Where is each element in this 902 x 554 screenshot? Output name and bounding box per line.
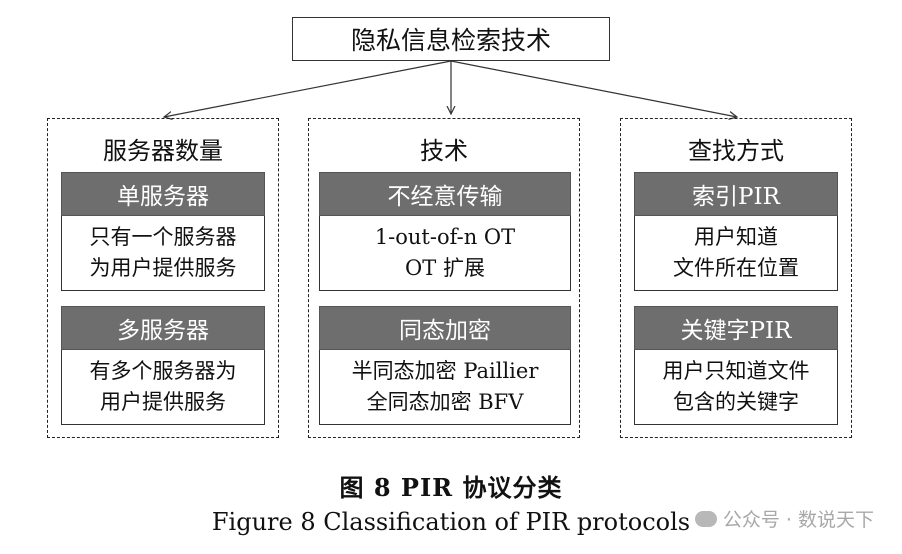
card-line: 文件所在位置	[673, 256, 799, 280]
card-line: OT 扩展	[405, 256, 485, 280]
root-node-label: 隐私信息检索技术	[350, 26, 551, 55]
group-title: 查找方式	[688, 137, 784, 165]
card-line: 只有一个服务器	[89, 225, 237, 249]
card-line: 1-out-of-n OT	[374, 225, 516, 249]
card-line: 用户提供服务	[100, 390, 226, 414]
card-body: 只有一个服务器 为用户提供服务	[61, 216, 265, 291]
arrow-to-lookup-method	[450, 60, 737, 117]
figure-caption-english: Figure 8 Classification of PIR protocols	[211, 508, 691, 536]
card-body: 有多个服务器为 用户提供服务	[61, 350, 265, 425]
card-body: 半同态加密 Paillier 全同态加密 BFV	[319, 350, 571, 425]
card-line: 半同态加密 Paillier	[351, 359, 539, 383]
card-head: 索引PIR	[634, 172, 838, 216]
group-server-count: 服务器数量 单服务器 只有一个服务器 为用户提供服务 多服务器 有多个服务器为 …	[47, 118, 279, 438]
card-body: 1-out-of-n OT OT 扩展	[319, 216, 571, 291]
card-line: 用户知道	[694, 225, 778, 249]
group-technique: 技术 不经意传输 1-out-of-n OT OT 扩展 同态加密 半同态加密 …	[308, 118, 580, 438]
group-title: 服务器数量	[103, 137, 223, 165]
card-multi-server: 多服务器 有多个服务器为 用户提供服务	[61, 306, 265, 425]
figure-caption-chinese: 图 8 PIR 协议分类	[339, 473, 563, 502]
card-head: 单服务器	[61, 172, 265, 216]
card-line: 用户只知道文件	[662, 359, 810, 383]
card-oblivious-transfer: 不经意传输 1-out-of-n OT OT 扩展	[319, 172, 571, 291]
card-head: 同态加密	[319, 306, 571, 350]
card-head: 不经意传输	[319, 172, 571, 216]
wechat-logo-icon	[694, 510, 717, 527]
card-head: 多服务器	[61, 306, 265, 350]
root-node: 隐私信息检索技术	[292, 17, 610, 61]
watermark: 公众号 · 数说天下	[694, 505, 874, 532]
card-body: 用户知道 文件所在位置	[634, 216, 838, 291]
group-title: 技术	[420, 137, 468, 165]
card-line: 为用户提供服务	[89, 256, 237, 280]
card-single-server: 单服务器 只有一个服务器 为用户提供服务	[61, 172, 265, 291]
card-head: 关键字PIR	[634, 306, 838, 350]
group-lookup-method: 查找方式 索引PIR 用户知道 文件所在位置 关键字PIR 用户只知道文件 包含…	[620, 118, 852, 438]
card-line: 全同态加密 BFV	[366, 390, 524, 414]
card-index-pir: 索引PIR 用户知道 文件所在位置	[634, 172, 838, 291]
card-homomorphic-encryption: 同态加密 半同态加密 Paillier 全同态加密 BFV	[319, 306, 571, 425]
arrow-to-server-count	[164, 60, 452, 117]
card-keyword-pir: 关键字PIR 用户只知道文件 包含的关键字	[634, 306, 838, 425]
card-body: 用户只知道文件 包含的关键字	[634, 350, 838, 425]
card-line: 包含的关键字	[673, 390, 799, 414]
card-line: 有多个服务器为	[89, 359, 237, 383]
watermark-text: 公众号 · 数说天下	[722, 509, 874, 531]
